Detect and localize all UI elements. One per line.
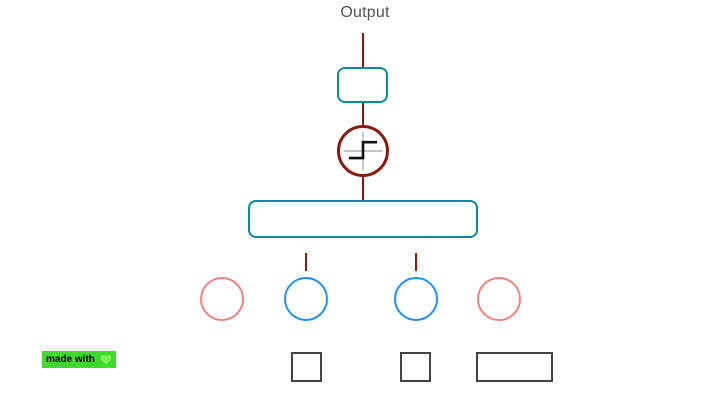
step-function-icon — [343, 131, 383, 171]
connector-layer-to-blue-left — [305, 253, 307, 271]
step-function-node[interactable] — [337, 125, 389, 177]
page-title: Output — [340, 4, 390, 21]
made-with-label: made with — [46, 354, 95, 365]
connector-layer-to-blue-right — [415, 253, 417, 271]
node-blue-right[interactable] — [394, 277, 438, 321]
input-rect-wide[interactable] — [476, 352, 553, 382]
layer-block[interactable] — [248, 200, 478, 238]
input-square-right[interactable] — [400, 352, 431, 382]
connector-step-to-layer — [362, 177, 364, 200]
made-with-badge[interactable]: made with — [42, 351, 116, 368]
input-square-left[interactable] — [291, 352, 322, 382]
node-blue-left[interactable] — [284, 277, 328, 321]
heart-icon — [100, 354, 112, 365]
connector-box-to-step — [362, 103, 364, 126]
output-block[interactable] — [337, 67, 388, 103]
node-salmon-left[interactable] — [200, 277, 244, 321]
node-salmon-right[interactable] — [477, 277, 521, 321]
connector-output-to-box — [362, 33, 364, 67]
